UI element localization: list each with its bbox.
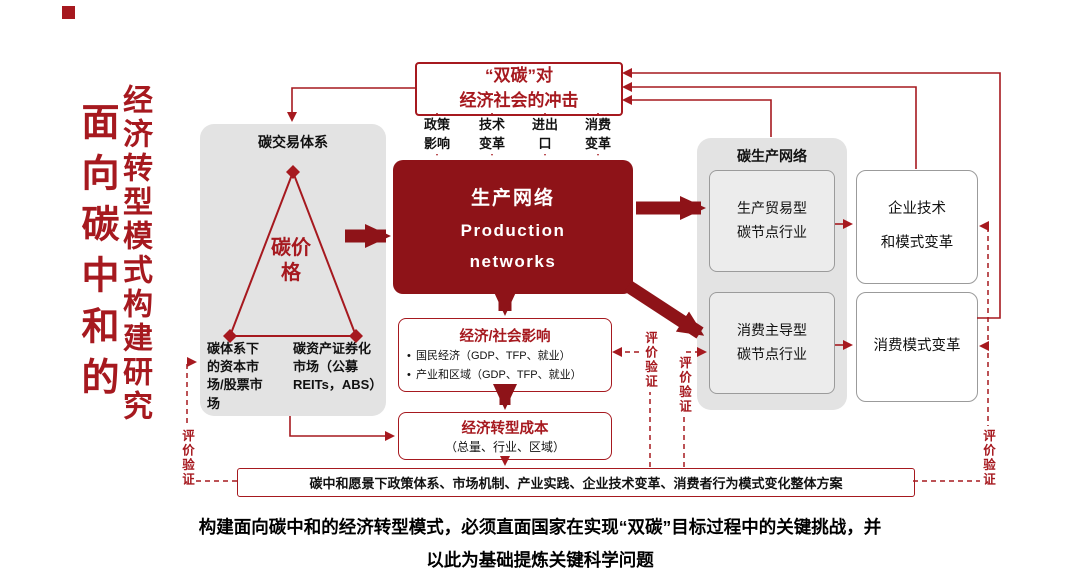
arrow-shock-to-trading <box>287 87 415 122</box>
economic-social-impact-box: 经济/社会影响 国民经济（GDP、TFP、就业） 产业和区域（GDP、TFP、就… <box>398 318 612 392</box>
arrow-production-to-consumption-node <box>624 280 705 339</box>
evaluation-label-impact: 评价验证 <box>642 328 658 392</box>
production-networks-en1: Production <box>460 220 566 240</box>
transition-cost-box: 经济转型成本 （总量、行业、区域） <box>398 412 612 460</box>
enterprise-transformation-box: 企业技术 和模式变革 <box>856 170 978 284</box>
arrow-trading-to-cost <box>289 416 395 441</box>
shock-box-line1: “双碳”对 <box>485 66 553 86</box>
channel-arrows <box>432 113 603 156</box>
carbon-trading-title: 碳交易体系 <box>258 134 328 150</box>
capital-market-label: 碳体系下的资本市场/股票市场 <box>207 341 263 411</box>
dual-carbon-shock-box: “双碳”对 经济社会的冲击 <box>415 62 623 116</box>
caption-line2: 以此为基础提炼关键科学问题 <box>426 550 654 570</box>
carbon-production-title: 碳生产网络 <box>737 148 807 164</box>
feedback-carbon-production-to-shock <box>622 95 772 137</box>
overall-plan-text: 碳中和愿景下政策体系、市场机制、产业实践、企业技术变革、消费者行为模式变化整体方… <box>309 476 843 491</box>
production-trade-node-label: 生产贸易型碳节点行业 <box>737 200 807 240</box>
evaluation-label-left: 评价验证 <box>179 426 195 490</box>
consumption-transformation-label: 消费模式变革 <box>873 338 961 355</box>
page-title-part1: 面向碳中和的 <box>75 102 117 408</box>
channel-trade-label: 进出口 <box>529 116 561 154</box>
economic-social-impact-title: 经济/社会影响 <box>459 329 551 345</box>
caption-line1: 构建面向碳中和的经济转型模式，必须直面国家在实现“双碳”目标过程中的关键挑战，并 <box>198 517 882 537</box>
consumption-transformation-box: 消费模式变革 <box>856 292 978 402</box>
production-networks-box: 生产网络 Production networks <box>393 160 633 294</box>
evaluation-label-node: 评价验证 <box>676 353 692 417</box>
page-title-part2: 经济转型模式构建研究 <box>118 84 151 424</box>
production-networks-zh: 生产网络 <box>470 187 555 209</box>
production-trade-node-box: 生产贸易型碳节点行业 <box>709 170 835 272</box>
carbon-price-label: 碳价格 <box>271 237 311 284</box>
consumption-led-node-label: 消费主导型碳节点行业 <box>737 322 807 362</box>
shock-box-line2: 经济社会的冲击 <box>459 91 579 110</box>
transition-cost-scope: （总量、行业、区域） <box>444 440 565 454</box>
consumption-led-node-box: 消费主导型碳节点行业 <box>709 292 835 394</box>
securitization-market-label: 碳资产证券化市场（公募REITs，ABS） <box>293 341 383 393</box>
corner-marker <box>62 6 75 19</box>
channel-technology-label: 技术变革 <box>476 116 508 154</box>
channel-policy-label: 政策影响 <box>421 116 453 154</box>
overall-plan-box: 碳中和愿景下政策体系、市场机制、产业实践、企业技术变革、消费者行为模式变化整体方… <box>237 468 915 497</box>
carbon-production-panel: 碳生产网络 生产贸易型碳节点行业 消费主导型碳节点行业 <box>697 138 847 410</box>
channel-consumption-label: 消费变革 <box>582 116 614 154</box>
enterprise-transformation-line2: 和模式变革 <box>880 235 954 251</box>
enterprise-transformation-line1: 企业技术 <box>888 201 946 218</box>
impact-bullet-national: 国民经济（GDP、TFP、就业） <box>399 349 611 365</box>
production-networks-en2: networks <box>469 251 557 271</box>
evaluation-label-right: 评价验证 <box>980 426 996 490</box>
transition-cost-title: 经济转型成本 <box>461 421 549 437</box>
impact-bullet-industry: 产业和区域（GDP、TFP、就业） <box>399 368 611 384</box>
